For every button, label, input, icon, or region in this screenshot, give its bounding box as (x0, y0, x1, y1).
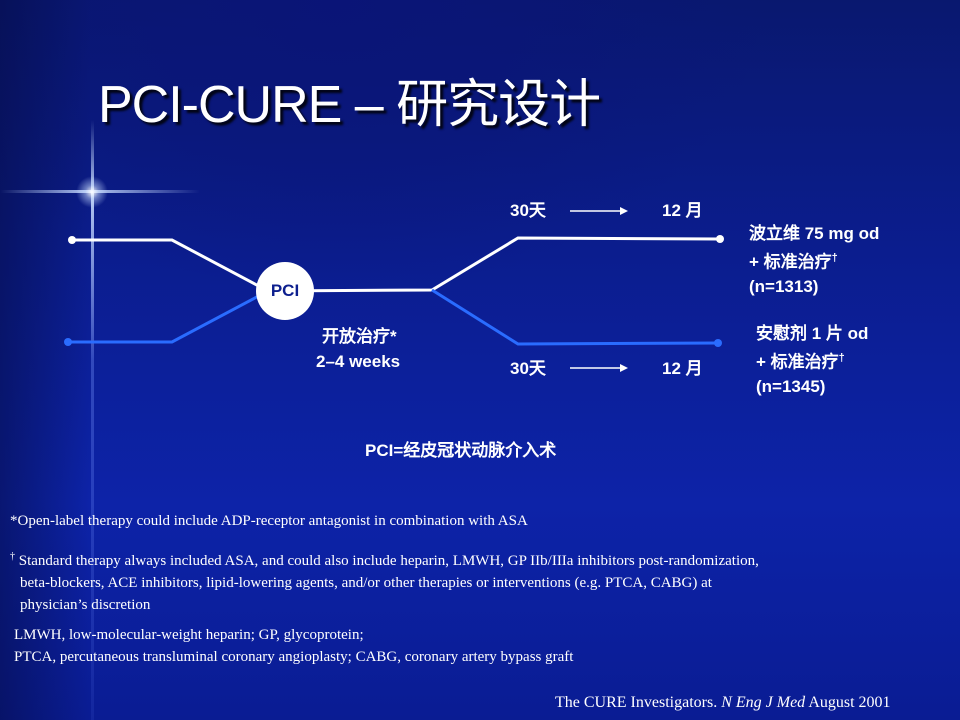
lower-day-label: 30天 (510, 359, 546, 378)
citation: The CURE Investigators. N Eng J Med Augu… (555, 694, 891, 711)
upper-month-label: 12 月 (662, 201, 703, 220)
footnote-standard-therapy: † Standard therapy always included ASA, … (10, 551, 759, 613)
footnote-open-label: *Open-label therapy could include ADP-re… (10, 513, 528, 529)
upper-arm-path (72, 236, 721, 293)
lower-end-dot (714, 339, 722, 347)
slide-left-shade (0, 0, 90, 720)
lower-arm-path (68, 289, 269, 344)
lower-arm-standard: + 标准治疗† (756, 352, 845, 372)
star-flare-vertical (91, 120, 94, 720)
lower-arm-label: 安慰剂 1 片 od + 标准治疗† (n=1345) (756, 322, 868, 399)
open-label-duration: 2–4 weeks (316, 352, 401, 371)
upper-arm-standard: + 标准治疗† (749, 252, 838, 272)
dagger-mark: † (10, 551, 15, 562)
lower-start-dot (64, 338, 72, 346)
upper-arm-label: 波立维 75 mg od + 标准治疗† (n=1313) (749, 222, 879, 299)
abbreviations: LMWH, low-molecular-weight heparin; GP, … (14, 627, 574, 665)
lower-arm-path-right (431, 288, 721, 346)
pci-node: PCI (256, 262, 314, 320)
slide-title: PCI-CURE – 研究设计 (98, 76, 601, 134)
open-label-therapy: 开放治疗* (322, 327, 397, 346)
star-flare-icon (76, 176, 108, 208)
upper-arrow-head-icon (620, 207, 628, 215)
pci-definition: PCI=经皮冠状动脉介入术 (365, 441, 557, 460)
lower-arm-n: (n=1345) (756, 376, 826, 396)
lower-arrow-head-icon (620, 364, 628, 372)
upper-arm-drug: 波立维 75 mg od (749, 224, 880, 243)
upper-end-dot (716, 235, 724, 243)
lower-month-label: 12 月 (662, 359, 703, 378)
upper-start-dot (68, 236, 76, 244)
lower-arm-drug: 安慰剂 1 片 od (756, 324, 869, 343)
upper-arm-n: (n=1313) (749, 276, 819, 296)
upper-day-label: 30天 (510, 201, 546, 220)
